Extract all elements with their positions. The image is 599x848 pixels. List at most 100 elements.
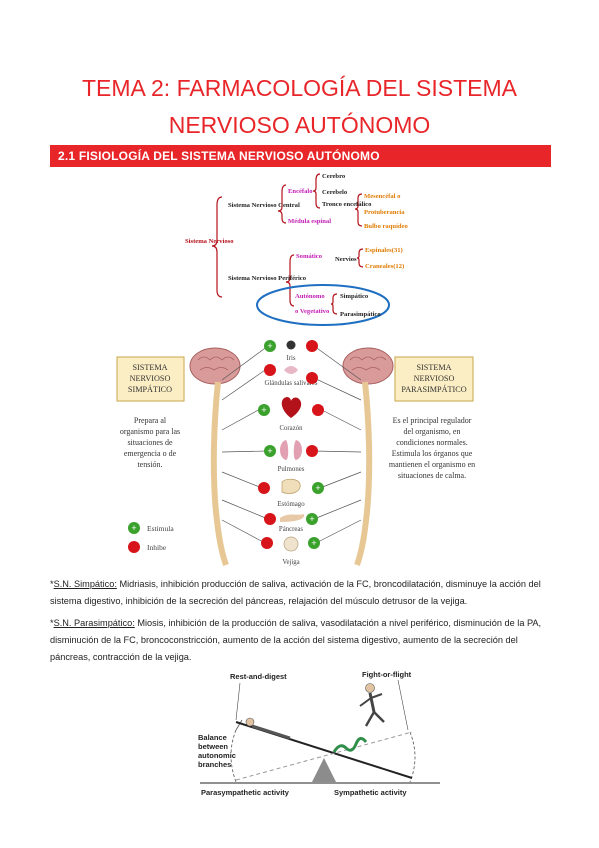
legend-inhibit: Inhibe: [147, 543, 167, 552]
tree-vegetativo: o Vegetativo: [295, 308, 330, 315]
balance-label-3: autonomic: [198, 751, 236, 760]
nervous-system-tree: Sistema Nervioso Sistema Nervioso Centra…: [185, 173, 408, 326]
right-text-1: Es el principal regulador: [393, 416, 472, 425]
para-activity-label: Parasympathetic activity: [201, 788, 290, 797]
rest-digest-label: Rest-and-digest: [230, 672, 287, 681]
tree-tronco: Tronco encefálico: [322, 201, 372, 208]
svg-text:+: +: [315, 483, 320, 493]
stimulate-icon: +: [306, 513, 318, 525]
tree-cerebro: Cerebro: [322, 173, 346, 180]
svg-text:+: +: [267, 341, 272, 351]
organ-heart: Corazón: [279, 425, 303, 432]
organ-bladder: Vejiga: [282, 559, 299, 566]
balance-label-2: between: [198, 742, 228, 751]
lungs-organ: [280, 440, 302, 460]
organ-pancreas: Páncreas: [279, 526, 304, 533]
salivary-organ: [284, 366, 298, 374]
tree-periferico: Sistema Nervioso Periférico: [228, 275, 307, 282]
stomach-organ: [281, 478, 301, 494]
resting-person-icon: [245, 717, 291, 740]
organ-salivary: Glándulas salivares: [264, 380, 317, 387]
right-text-6: situaciones de calma.: [398, 471, 466, 480]
inhibit-icon: [264, 364, 276, 376]
left-box-line1: SISTEMA: [132, 363, 167, 372]
tree-craneales: Craneales(12): [365, 263, 404, 270]
tree-encefalo: Encéfalo: [288, 188, 313, 195]
inhibit-icon: [312, 404, 324, 416]
right-brain: [342, 347, 394, 385]
inhibit-icon: [306, 372, 318, 384]
right-text-5: mantienen el organismo en: [389, 460, 475, 469]
note-parasimpatico: *S.N. Parasimpático: Miosis, inhibición …: [50, 618, 542, 662]
left-text-1: Prepara al: [134, 416, 167, 425]
fight-flight-label: Fight-or-flight: [362, 670, 412, 679]
page-title-line2: NERVIOSO AUTÓNOMO: [168, 112, 431, 138]
right-box-line3: PARASIMPÁTICO: [401, 384, 466, 394]
note-para-text: Miosis, inhibición de la producción de s…: [50, 618, 542, 662]
inhibit-icon: [258, 482, 270, 494]
tree-cerebelo: Cerebelo: [322, 189, 348, 196]
left-text-5: tensión.: [137, 460, 162, 469]
tree-nervios: Nervios: [335, 256, 357, 263]
inhibit-icon: [306, 445, 318, 457]
stimulate-icon: +: [264, 340, 276, 352]
right-text-4: Estimula los órganos que: [392, 449, 473, 458]
stimulate-icon: +: [264, 445, 276, 457]
section-heading: 2.1 FISIOLOGÍA DEL SISTEMA NERVIOSO AUTÓ…: [50, 145, 551, 167]
svg-text:+: +: [261, 405, 266, 415]
tree-espinales: Espinales(31): [365, 247, 403, 254]
note-simpatico: *S.N. Simpático: Midriasis, inhibición p…: [50, 579, 541, 606]
svg-text:+: +: [311, 538, 316, 548]
balance-label-4: branches: [198, 760, 231, 769]
organ-stomach: Estómago: [277, 501, 305, 508]
tree-central: Sistema Nervioso Central: [228, 202, 300, 209]
autonomic-figure: SISTEMA NERVIOSO SIMPÁTICO SISTEMA NERVI…: [116, 340, 475, 566]
note-simp-text: Midriasis, inhibición producción de sali…: [50, 579, 541, 606]
balance-figure: Rest-and-digest Fight-or-flight Balance …: [198, 670, 440, 797]
note-simp-label: S.N. Simpático:: [53, 579, 117, 589]
svg-text:+: +: [309, 514, 314, 524]
organ-iris: Iris: [286, 355, 295, 362]
tree-protuberancia: Protuberancia: [364, 209, 405, 216]
right-box-line2: NERVIOSO: [414, 374, 455, 383]
left-brain: [189, 347, 241, 385]
right-box-line1: SISTEMA: [416, 363, 451, 372]
balance-label-1: Balance: [198, 733, 227, 742]
legend-stimulate-icon: +: [128, 522, 140, 534]
tree-parasimpatico: Parasimpático: [340, 311, 381, 318]
tree-simpatico: Simpático: [340, 293, 369, 300]
organ-lungs: Pulmones: [278, 466, 305, 473]
legend-inhibit-icon: [128, 541, 140, 553]
tree-root: Sistema Nervioso: [185, 238, 234, 245]
stimulate-icon: +: [308, 537, 320, 549]
note-para-label: S.N. Parasimpático:: [53, 618, 135, 628]
heart-organ: [281, 397, 302, 418]
svg-text:+: +: [267, 446, 272, 456]
inhibit-icon: [261, 537, 273, 549]
fulcrum: [312, 758, 336, 782]
left-text-4: emergencia o de: [124, 449, 177, 458]
iris-organ: [286, 340, 296, 350]
right-text-2: del organismo, en: [404, 427, 461, 436]
left-text-3: situaciones de: [127, 438, 173, 447]
snake-icon: [332, 737, 368, 753]
legend-stimulate: Estimula: [147, 524, 174, 533]
running-person-icon: [359, 683, 385, 727]
bladder-organ: [283, 536, 299, 552]
tree-bulbo: Bulbo raquídeo: [364, 223, 408, 230]
pancreas-organ: [280, 514, 305, 522]
tree-somatico: Somático: [296, 253, 323, 260]
stimulate-icon: +: [258, 404, 270, 416]
page-title-line1: TEMA 2: FARMACOLOGÍA DEL SISTEMA: [82, 75, 517, 101]
inhibit-icon: [306, 340, 318, 352]
left-box-line3: SIMPÁTICO: [128, 384, 172, 394]
tree-medula: Médula espinal: [288, 218, 331, 225]
tree-mesencefalo: Mesencéfal o: [364, 193, 401, 200]
inhibit-icon: [264, 513, 276, 525]
left-box-line2: NERVIOSO: [130, 374, 171, 383]
left-text-2: organismo para las: [120, 427, 180, 436]
tree-autonomo: Autónomo: [295, 293, 325, 300]
stimulate-icon: +: [312, 482, 324, 494]
right-text-3: condiciones normales.: [396, 438, 468, 447]
svg-text:+: +: [131, 523, 136, 533]
